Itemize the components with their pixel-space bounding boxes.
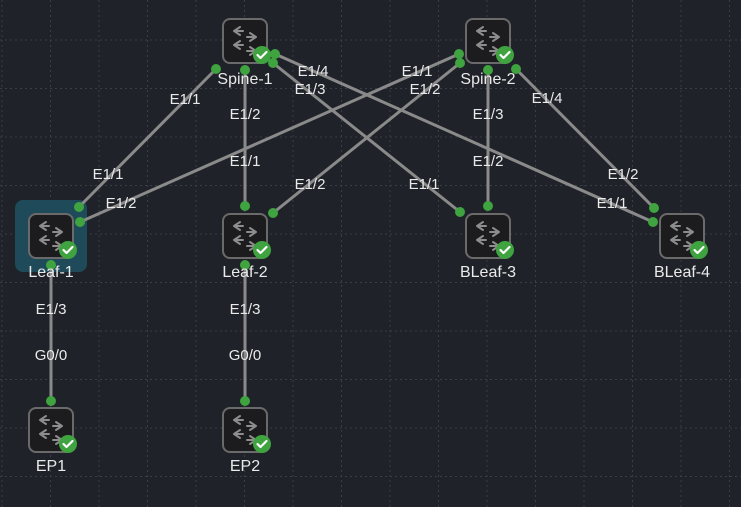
- link-line[interactable]: [274, 52, 654, 224]
- port-label: E1/1: [93, 166, 124, 183]
- port-label: E1/3: [36, 301, 67, 318]
- port-label: E1/2: [410, 81, 441, 98]
- node-ep2[interactable]: EP2: [222, 407, 271, 475]
- link-spine2-leaf2[interactable]: [272, 61, 461, 215]
- port-label: E1/3: [295, 81, 326, 98]
- node-label: BLeaf-4: [654, 264, 710, 281]
- switch-arrows-icon: [670, 221, 694, 251]
- port-dot[interactable]: [211, 64, 221, 74]
- port-dot[interactable]: [46, 260, 56, 270]
- status-ok-icon: [496, 46, 514, 64]
- port-label: E1/1: [170, 91, 201, 108]
- node-label: EP2: [230, 458, 260, 475]
- switch-arrows-icon: [39, 415, 63, 445]
- status-ok-icon: [59, 435, 77, 453]
- port-dot[interactable]: [240, 396, 250, 406]
- node-spine1[interactable]: Spine-1: [217, 18, 273, 88]
- node-label: Spine-2: [460, 71, 515, 88]
- port-dot[interactable]: [46, 396, 56, 406]
- port-dot[interactable]: [240, 65, 250, 75]
- node-bleaf3[interactable]: BLeaf-3: [460, 213, 516, 281]
- link-spine2-bleaf4[interactable]: [514, 67, 656, 210]
- node-label: EP1: [36, 458, 66, 475]
- port-label: E1/2: [106, 195, 137, 212]
- port-dot[interactable]: [483, 201, 493, 211]
- port-label: E1/2: [473, 153, 504, 170]
- status-ok-icon: [253, 435, 271, 453]
- port-dot[interactable]: [511, 64, 521, 74]
- port-label: E1/1: [409, 176, 440, 193]
- port-dot[interactable]: [649, 203, 659, 213]
- port-dot[interactable]: [240, 201, 250, 211]
- link-spine1-leaf1[interactable]: [77, 67, 218, 209]
- link-line[interactable]: [79, 52, 460, 224]
- port-dot[interactable]: [240, 260, 250, 270]
- port-dot[interactable]: [455, 58, 465, 68]
- switch-arrows-icon: [476, 26, 500, 56]
- status-ok-icon: [253, 241, 271, 259]
- node-bleaf4[interactable]: BLeaf-4: [654, 213, 710, 281]
- port-label: E1/1: [230, 153, 261, 170]
- port-label: G0/0: [229, 347, 262, 364]
- node-leaf2[interactable]: Leaf-2: [222, 213, 271, 281]
- status-ok-icon: [496, 241, 514, 259]
- port-dot[interactable]: [648, 217, 658, 227]
- port-label: E1/2: [295, 176, 326, 193]
- port-dot[interactable]: [454, 49, 464, 59]
- switch-arrows-icon: [233, 26, 257, 56]
- port-dot[interactable]: [268, 58, 278, 68]
- link-line[interactable]: [77, 67, 218, 209]
- node-spine2[interactable]: Spine-2: [460, 18, 516, 88]
- switch-arrows-icon: [233, 415, 257, 445]
- port-dot[interactable]: [268, 208, 278, 218]
- port-dot[interactable]: [270, 49, 280, 59]
- status-ok-icon: [59, 241, 77, 259]
- port-label: E1/3: [230, 301, 261, 318]
- port-label: E1/4: [298, 63, 329, 80]
- switch-arrows-icon: [39, 221, 63, 251]
- switch-arrows-icon: [233, 221, 257, 251]
- link-spine2-leaf1[interactable]: [79, 52, 460, 224]
- port-dot[interactable]: [74, 202, 84, 212]
- port-label: G0/0: [35, 347, 68, 364]
- port-dot[interactable]: [455, 207, 465, 217]
- status-ok-icon: [253, 46, 271, 64]
- node-leaf1[interactable]: Leaf-1: [28, 213, 77, 281]
- node-label: Spine-1: [217, 71, 272, 88]
- port-label: E1/1: [597, 195, 628, 212]
- switch-arrows-icon: [476, 221, 500, 251]
- node-label: Leaf-1: [28, 264, 73, 281]
- port-label: E1/4: [532, 90, 563, 107]
- port-label: E1/2: [230, 106, 261, 123]
- port-label: E1/2: [608, 166, 639, 183]
- node-label: BLeaf-3: [460, 264, 516, 281]
- status-ok-icon: [690, 241, 708, 259]
- link-line[interactable]: [514, 67, 656, 210]
- link-spine1-bleaf4[interactable]: [274, 52, 654, 224]
- port-label: E1/1: [402, 63, 433, 80]
- port-label: E1/3: [473, 106, 504, 123]
- port-dot[interactable]: [483, 65, 493, 75]
- port-dot[interactable]: [75, 217, 85, 227]
- node-ep1[interactable]: EP1: [28, 407, 77, 475]
- node-label: Leaf-2: [222, 264, 267, 281]
- link-line[interactable]: [272, 61, 461, 215]
